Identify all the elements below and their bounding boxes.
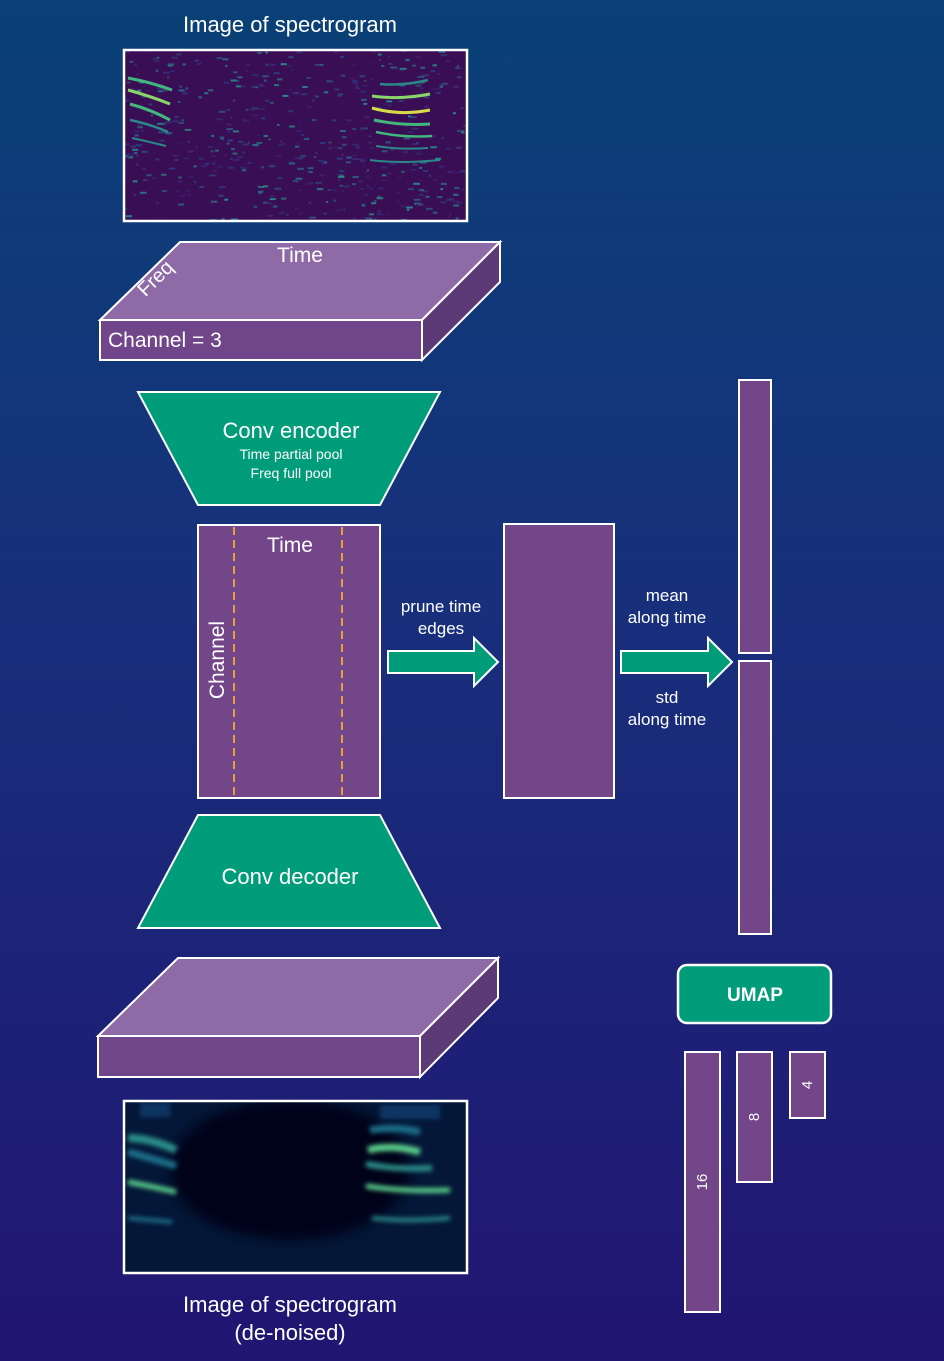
encoder-line2: Freq full pool	[251, 465, 332, 481]
std-line1: std	[656, 688, 679, 707]
encoder-line1: Time partial pool	[240, 446, 343, 462]
encoder-title: Conv encoder	[223, 418, 360, 443]
spectrogram-noise	[124, 50, 467, 221]
mean-vector	[738, 379, 772, 654]
umap-dim-4: 4	[789, 1051, 826, 1119]
input-title: Image of spectrogram	[183, 12, 397, 37]
output-title-line1: Image of spectrogram	[183, 1292, 397, 1317]
mean-line1: mean	[646, 586, 689, 605]
umap-dim-16-label: 16	[694, 1174, 711, 1191]
output-title-line2: (de-noised)	[234, 1320, 345, 1345]
umap-dim-8-label: 8	[746, 1113, 763, 1121]
prune-arrow	[387, 635, 500, 689]
input-channel-label: Channel = 3	[108, 329, 222, 352]
latent-channel-label: Channel	[206, 621, 229, 699]
input-time-label: Time	[277, 244, 323, 267]
pooling-arrow	[620, 635, 734, 689]
conv-encoder: Conv encoder Time partial pool Freq full…	[136, 391, 442, 506]
latent-feature-map: Time Channel	[197, 524, 381, 799]
prune-line2: edges	[418, 619, 464, 638]
prune-line1: prune time	[401, 597, 481, 616]
std-vector	[738, 660, 772, 935]
latent-time-label: Time	[267, 534, 313, 557]
mean-line2: along time	[628, 608, 706, 627]
umap-box: UMAP	[676, 963, 833, 1025]
umap-dim-4-label: 4	[799, 1081, 816, 1089]
std-line2: along time	[628, 710, 706, 729]
decoder-title: Conv decoder	[222, 864, 359, 889]
umap-dim-16: 16	[684, 1051, 721, 1313]
input-spectrogram-image	[122, 48, 469, 223]
umap-label: UMAP	[727, 985, 783, 1006]
denoised-spectrogram-image	[122, 1099, 469, 1275]
input-tensor-box: Time Freq Channel = 3	[97, 239, 503, 363]
umap-dim-8: 8	[736, 1051, 773, 1183]
pruned-feature-map	[503, 523, 615, 799]
output-tensor-box	[95, 955, 501, 1080]
conv-decoder: Conv decoder	[136, 814, 442, 929]
